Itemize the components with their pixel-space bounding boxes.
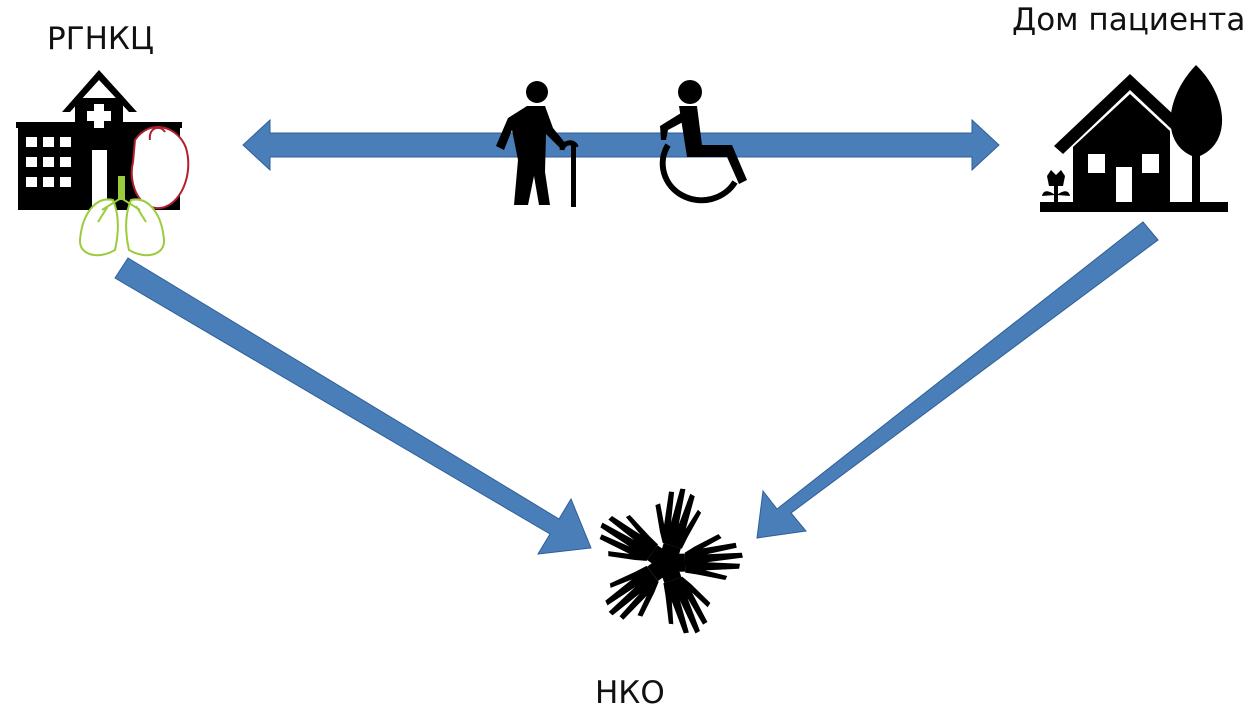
elderly-person-cane-icon bbox=[496, 81, 579, 207]
home-label: Дом пациента bbox=[1012, 2, 1246, 38]
hospital-label: РГНКЦ bbox=[47, 21, 154, 57]
nko-label: НКО bbox=[595, 675, 665, 711]
hospital-icon bbox=[16, 70, 190, 257]
arrow-hospital-to-nko bbox=[114, 257, 592, 555]
arrow-home-to-nko bbox=[756, 221, 1159, 539]
arrows bbox=[114, 118, 1159, 555]
wheelchair-user-icon bbox=[659, 80, 747, 204]
double-arrow-hospital-home bbox=[242, 118, 1000, 172]
hands-circle-icon bbox=[599, 488, 743, 634]
house-icon bbox=[1040, 65, 1228, 212]
